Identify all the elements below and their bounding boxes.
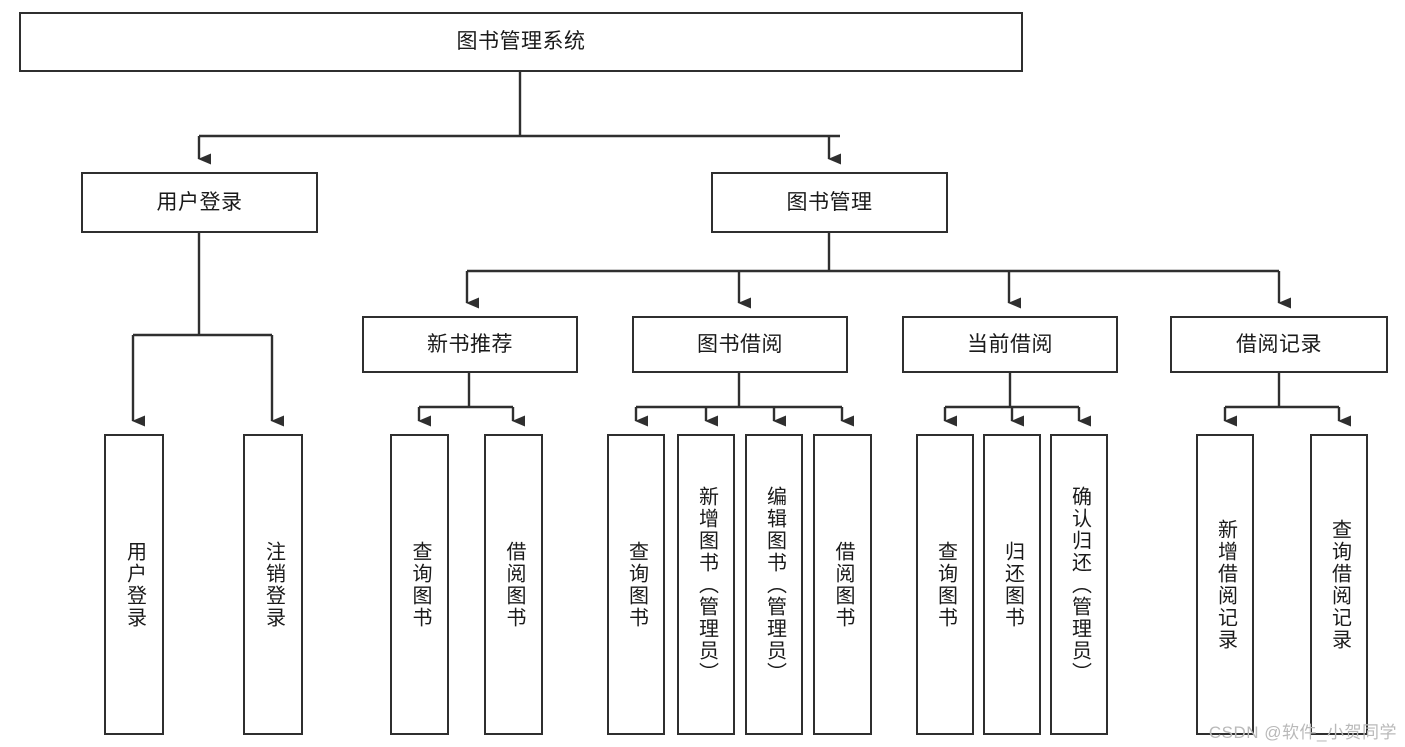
- node-leaf-query-book-recommend[interactable]: 查询图书: [390, 434, 449, 735]
- node-label: 用户登录: [156, 190, 243, 214]
- node-label: 用户登录: [123, 540, 146, 629]
- node-leaf-query-book-borrow[interactable]: 查询图书: [607, 434, 665, 735]
- node-label: 查询借阅记录: [1328, 518, 1351, 651]
- node-label: 编辑图书（管理员）: [763, 485, 786, 684]
- node-book-management-system[interactable]: 图书管理系统: [19, 12, 1023, 72]
- node-label: 查询图书: [934, 540, 957, 629]
- node-label: 借阅记录: [1236, 332, 1322, 356]
- node-label: 注销登录: [262, 540, 285, 629]
- node-label: 归还图书: [1001, 540, 1024, 629]
- node-leaf-query-borrow-record[interactable]: 查询借阅记录: [1310, 434, 1368, 735]
- node-label: 借阅图书: [832, 540, 854, 629]
- node-leaf-edit-book-admin[interactable]: 编辑图书（管理员）: [745, 434, 803, 735]
- node-label: 借阅图书: [503, 540, 525, 629]
- node-label: 确认归还（管理员）: [1068, 485, 1091, 684]
- node-current-borrow[interactable]: 当前借阅: [902, 316, 1118, 373]
- node-book-management[interactable]: 图书管理: [711, 172, 948, 233]
- node-label: 图书借阅: [697, 332, 783, 356]
- node-leaf-add-book-admin[interactable]: 新增图书（管理员）: [677, 434, 735, 735]
- node-leaf-borrow-book[interactable]: 借阅图书: [813, 434, 872, 735]
- node-label: 图书管理: [786, 190, 873, 214]
- node-new-book-recommend[interactable]: 新书推荐: [362, 316, 578, 373]
- node-label: 查询图书: [409, 540, 431, 629]
- node-label: 图书管理系统: [456, 30, 586, 54]
- node-label: 新增图书（管理员）: [695, 485, 718, 684]
- node-label: 新书推荐: [427, 332, 513, 356]
- node-label: 查询图书: [625, 540, 648, 629]
- node-label: 当前借阅: [967, 332, 1053, 356]
- node-user-login[interactable]: 用户登录: [81, 172, 318, 233]
- node-leaf-borrow-book-recommend[interactable]: 借阅图书: [484, 434, 543, 735]
- node-leaf-query-book-current[interactable]: 查询图书: [916, 434, 974, 735]
- node-book-borrow[interactable]: 图书借阅: [632, 316, 848, 373]
- node-borrow-record[interactable]: 借阅记录: [1170, 316, 1388, 373]
- node-leaf-confirm-return-admin[interactable]: 确认归还（管理员）: [1050, 434, 1108, 735]
- node-label: 新增借阅记录: [1214, 518, 1237, 651]
- node-leaf-add-borrow-record[interactable]: 新增借阅记录: [1196, 434, 1254, 735]
- csdn-watermark: CSDN @软件_小贺同学: [1208, 723, 1397, 742]
- node-leaf-user-login[interactable]: 用户登录: [104, 434, 164, 735]
- node-leaf-return-book[interactable]: 归还图书: [983, 434, 1041, 735]
- node-leaf-logout-login[interactable]: 注销登录: [243, 434, 303, 735]
